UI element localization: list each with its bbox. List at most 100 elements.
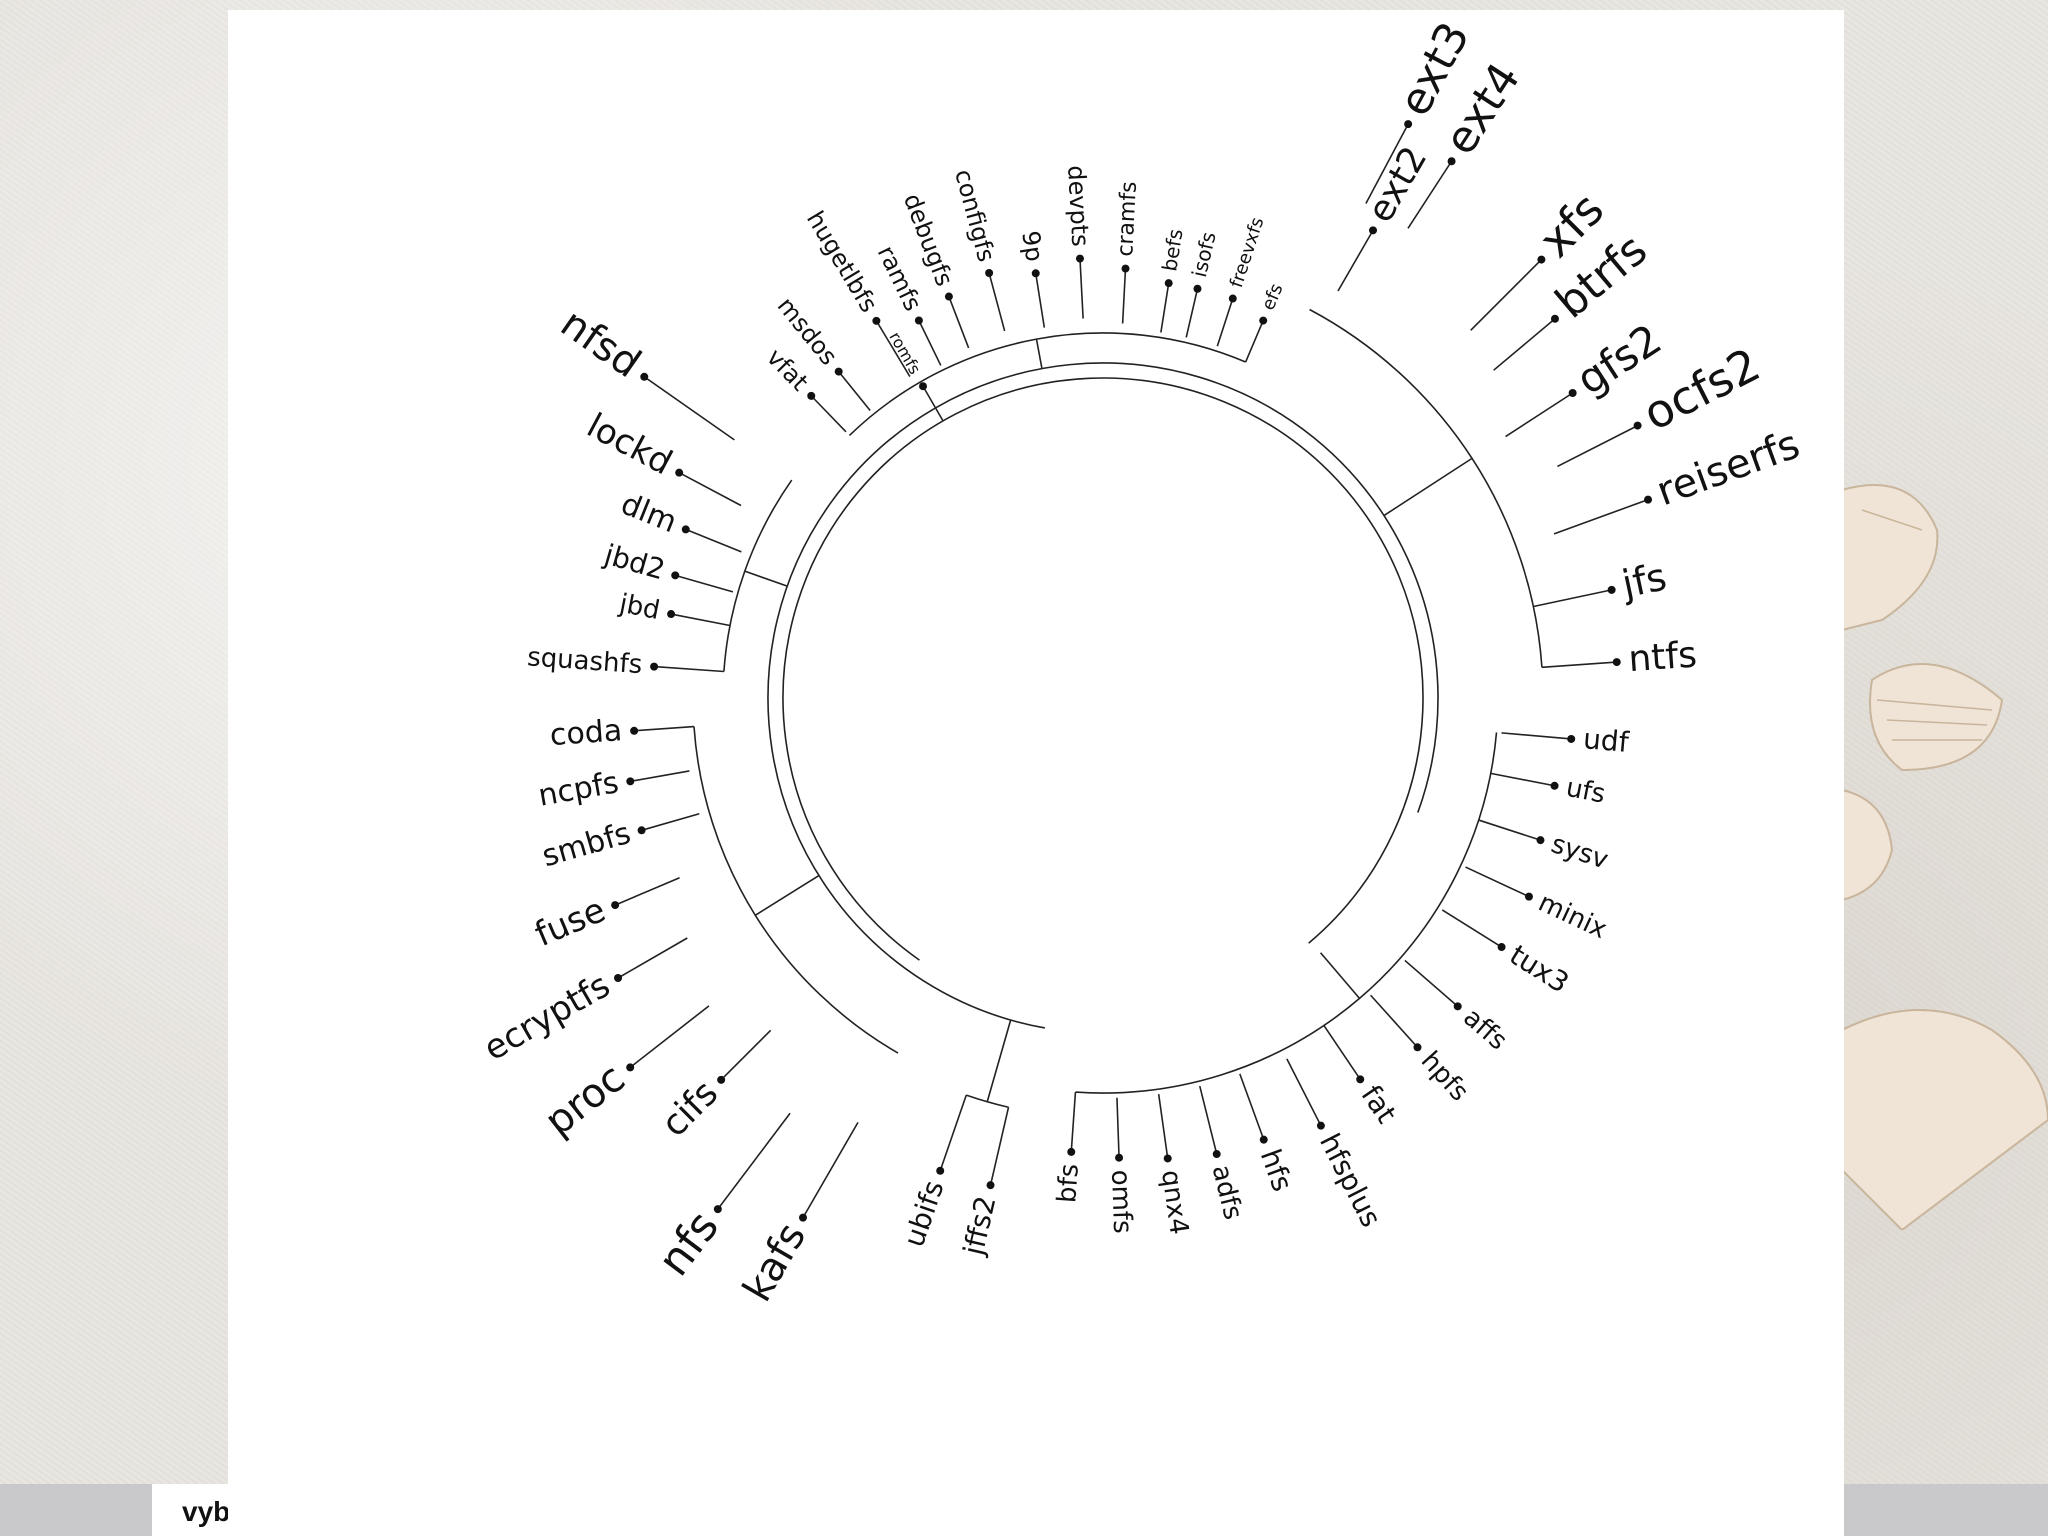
leaf-node xyxy=(1067,1147,1076,1156)
tree-branch xyxy=(720,1029,772,1081)
leaf-node xyxy=(1567,734,1576,743)
leaf-label: efs xyxy=(1258,281,1288,314)
leaf-node xyxy=(671,571,680,580)
leaf-node xyxy=(1259,1135,1268,1144)
leaf-node xyxy=(614,974,623,982)
bottom-tab xyxy=(152,1484,242,1536)
tree-branch xyxy=(1505,392,1574,438)
tree-branch xyxy=(1116,1097,1120,1158)
leaf-node xyxy=(1568,389,1577,398)
leaf-label: isofs xyxy=(1187,230,1221,280)
tree-branch xyxy=(717,1112,791,1210)
tree-branch xyxy=(1407,160,1453,229)
leaf-label: tux3 xyxy=(1504,938,1575,999)
leaf-node xyxy=(872,316,881,325)
leaf-label: ubifs xyxy=(897,1176,950,1251)
tree-branch xyxy=(1239,1073,1265,1140)
leaf-node xyxy=(1031,269,1040,278)
leaf-label: ntfs xyxy=(1627,635,1698,681)
tree-branch xyxy=(1557,424,1638,468)
leaf-label: kafs xyxy=(734,1216,815,1310)
tree-branch xyxy=(1478,819,1541,841)
tree-branch xyxy=(989,1107,1010,1186)
leaf-label: ncpfs xyxy=(536,765,622,813)
leaf-label: hfs xyxy=(1254,1145,1299,1196)
leaf-label: ecryptfs xyxy=(477,965,617,1069)
leaf-node xyxy=(1212,1150,1221,1159)
tree-branch xyxy=(1553,498,1649,535)
leaf-node xyxy=(1259,316,1268,325)
tree-branch xyxy=(1490,772,1555,787)
tree-branch xyxy=(1337,229,1374,292)
cluster-stem xyxy=(754,874,820,916)
leaf-label: smbfs xyxy=(538,816,634,874)
leaf-node xyxy=(681,525,690,534)
leaf-label: qnx4 xyxy=(1155,1168,1194,1236)
tree-branch xyxy=(1470,259,1542,331)
tree-branch xyxy=(1157,1093,1169,1159)
tree-branch xyxy=(1185,288,1199,338)
leaf-label: cifs xyxy=(654,1073,726,1145)
tree-branch xyxy=(810,395,847,433)
leaf-label: affs xyxy=(1457,1003,1512,1057)
tree-branch xyxy=(1244,320,1264,363)
leaf-node xyxy=(985,268,994,277)
tree-branch xyxy=(1070,1091,1077,1152)
leaf-label: proc xyxy=(536,1055,633,1145)
tree-branch xyxy=(1323,1025,1361,1080)
leaf-label: omfs xyxy=(1105,1169,1137,1234)
tree-branch xyxy=(918,320,942,366)
leaf-label: 9p xyxy=(1016,229,1048,264)
leaf-label: jbd xyxy=(616,589,662,626)
leaf-label: coda xyxy=(549,713,624,753)
leaf-node xyxy=(650,662,659,671)
tree-branch xyxy=(1493,318,1556,371)
leaf-node xyxy=(1550,314,1559,323)
leaf-node xyxy=(1536,836,1545,845)
tree-branch xyxy=(654,665,724,673)
leaf-node xyxy=(1612,658,1621,667)
tree-branch xyxy=(670,613,731,627)
leaf-node xyxy=(1607,585,1616,594)
leaf-node xyxy=(1633,421,1642,430)
seashells-decoration xyxy=(1842,484,2048,1230)
tree-branch xyxy=(1160,283,1170,333)
leaf-label: reiserfs xyxy=(1651,421,1806,515)
leaf-node xyxy=(637,826,646,835)
leaf-node xyxy=(626,1063,635,1072)
leaf-node xyxy=(1404,120,1413,129)
leaf-label: jffs2 xyxy=(957,1193,1003,1259)
leaf-node xyxy=(630,726,639,735)
leaf-label: udf xyxy=(1582,722,1631,759)
leaf-node xyxy=(914,316,923,325)
leaf-label: nfsd xyxy=(552,300,649,387)
leaf-node xyxy=(807,391,816,400)
tree-branch xyxy=(614,876,680,906)
leaf-label: jfs xyxy=(1617,554,1670,606)
leaf-node xyxy=(1537,255,1546,264)
leaf-node xyxy=(1163,1154,1172,1163)
leaf-node xyxy=(1524,892,1533,901)
leaf-label: fat xyxy=(1355,1079,1404,1129)
cluster-stem xyxy=(1319,952,1361,999)
leaf-label: ufs xyxy=(1564,773,1608,810)
leaf-node xyxy=(986,1181,995,1190)
leaf-node xyxy=(1369,226,1377,235)
root-node xyxy=(919,382,927,391)
leaf-node xyxy=(1356,1075,1365,1084)
tree-branch xyxy=(1541,661,1617,669)
leaf-node xyxy=(944,292,953,301)
cluster-arc xyxy=(966,1094,1009,1109)
tree-branch xyxy=(634,725,695,732)
tree-branch xyxy=(802,1121,859,1219)
tree-ring-2 xyxy=(767,362,1439,1029)
tree-branch xyxy=(1216,298,1234,347)
leaf-label: squashfs xyxy=(526,642,643,680)
leaf-label: nfs xyxy=(648,1202,729,1286)
leaf-label: minix xyxy=(1534,888,1612,945)
tree-branch xyxy=(629,1005,710,1069)
tree-branch xyxy=(1533,589,1612,608)
tree-branch xyxy=(641,812,700,832)
leaf-node xyxy=(1413,1043,1422,1052)
